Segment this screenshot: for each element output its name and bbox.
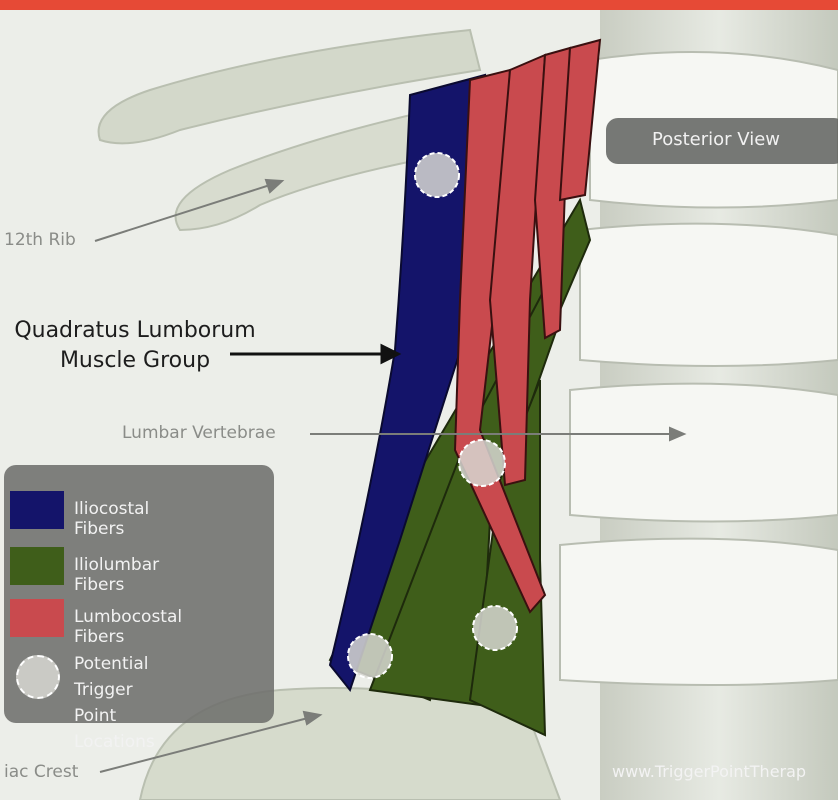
- trigger-label-line-2: Point Locations: [74, 703, 155, 755]
- trigger-point-swatch: [16, 655, 60, 699]
- trigger-label-line-1: Potential Trigger: [74, 651, 155, 703]
- view-badge: Posterior View: [606, 118, 838, 164]
- trigger-point-lower-right: [473, 606, 517, 650]
- trigger-point-middle: [459, 440, 505, 486]
- trigger-point-lower-left: [348, 634, 392, 678]
- legend-swatch-iliocostal: [10, 491, 64, 529]
- iliac-crest-label: iac Crest: [4, 762, 78, 782]
- legend: Iliocostal Fibers Iliolumbar Fibers Lumb…: [4, 465, 274, 723]
- watermark: www.TriggerPointTherap: [612, 762, 806, 781]
- legend-label-lumbocostal: Lumbocostal Fibers: [74, 607, 182, 647]
- legend-swatch-lumbocostal: [10, 599, 64, 637]
- legend-label-trigger-points: Potential Trigger Point Locations: [74, 651, 155, 755]
- title: Quadratus Lumborum Muscle Group: [0, 316, 270, 376]
- rib-label: 12th Rib: [4, 230, 76, 250]
- title-line-2: Muscle Group: [0, 346, 270, 376]
- vertebrae-label: Lumbar Vertebrae: [122, 423, 276, 443]
- legend-label-iliocostal: Iliocostal Fibers: [74, 499, 149, 539]
- legend-label-iliolumbar: Iliolumbar Fibers: [74, 555, 159, 595]
- legend-swatch-iliolumbar: [10, 547, 64, 585]
- trigger-point-upper: [415, 153, 459, 197]
- view-badge-label: Posterior View: [652, 129, 780, 150]
- title-line-1: Quadratus Lumborum: [0, 316, 270, 346]
